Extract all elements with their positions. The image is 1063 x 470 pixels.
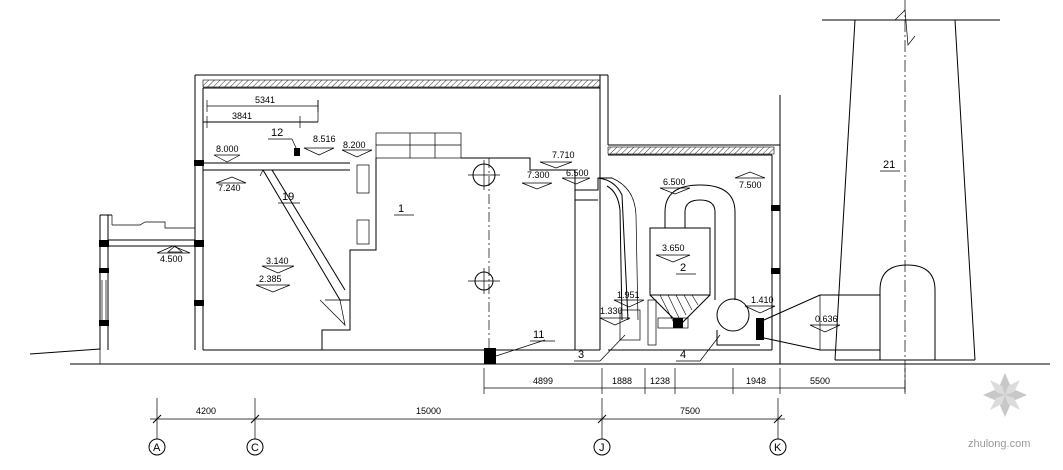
elev-1410: 1.410 [751, 295, 774, 305]
label-boiler: 1 [398, 203, 404, 215]
dim-1948: 1948 [746, 376, 766, 386]
elev-6500-right: 6.500 [663, 177, 686, 187]
item-19-chute [259, 169, 350, 327]
elev-3140: 3.140 [266, 256, 289, 266]
elev-7710: 7.710 [552, 150, 575, 160]
dim-5500: 5500 [810, 376, 830, 386]
elev-1951: 1.951 [617, 290, 640, 300]
axis-C: C [251, 442, 259, 454]
elev-1330: 1.330 [600, 306, 623, 316]
top-dimensions: 5341 3841 [206, 95, 319, 128]
elev-8516: 8.516 [313, 134, 336, 144]
dim-3841: 3841 [232, 111, 252, 121]
chimney-21 [822, 0, 1000, 395]
induced-fan-duct [756, 294, 880, 351]
dim-1888: 1888 [612, 376, 632, 386]
label-item12: 12 [271, 127, 283, 139]
left-annex [99, 214, 195, 350]
dim-15000: 15000 [416, 406, 441, 416]
boiler-house [194, 74, 609, 351]
label-item19: 19 [282, 191, 294, 203]
watermark-text: zhulong.com [968, 438, 1030, 450]
axis-K: K [774, 442, 782, 454]
axis-A: A [153, 442, 161, 454]
right-building [607, 95, 781, 364]
scrubber-tower-2 [647, 184, 760, 346]
label-chimney: 21 [883, 159, 895, 171]
watermark: zhulong.com [968, 373, 1030, 450]
elev-0636: 0.636 [815, 314, 838, 324]
elev-7300: 7.300 [527, 170, 550, 180]
flue-duct [575, 177, 641, 341]
elev-6500-left: 6.500 [566, 168, 589, 178]
dim-4200: 4200 [196, 406, 216, 416]
label-tower: 2 [680, 262, 686, 274]
elev-7240: 7.240 [218, 183, 241, 193]
dim-1238: 1238 [650, 376, 670, 386]
elev-8000: 8.000 [216, 144, 239, 154]
label-item4: 4 [680, 349, 686, 361]
elev-4500: 4.500 [160, 254, 183, 264]
boiler-1 [321, 132, 576, 364]
equipment-labels: 1 2 3 4 11 12 19 21 [268, 127, 900, 362]
label-item11: 11 [533, 329, 544, 341]
dim-5341: 5341 [255, 95, 275, 105]
elev-8200: 8.200 [343, 140, 366, 150]
bottom-dimensions: 4899 1888 1238 1948 5500 [483, 368, 906, 394]
elev-7500: 7.500 [739, 180, 762, 190]
dim-4899: 4899 [533, 376, 553, 386]
elev-3650: 3.650 [662, 243, 685, 253]
axis-dimensions: 4200 15000 7500 [150, 398, 785, 440]
label-item3: 3 [578, 349, 584, 361]
axis-J: J [599, 442, 605, 454]
watermark-logo-icon [983, 373, 1027, 417]
dim-7500: 7500 [680, 406, 700, 416]
axis-bubbles: A C J K [148, 438, 787, 456]
elevation-marks: 8.000 7.240 8.516 8.200 4.500 3.140 2.38… [156, 134, 841, 333]
ground-line [29, 348, 1050, 365]
elev-2385: 2.385 [259, 274, 282, 284]
